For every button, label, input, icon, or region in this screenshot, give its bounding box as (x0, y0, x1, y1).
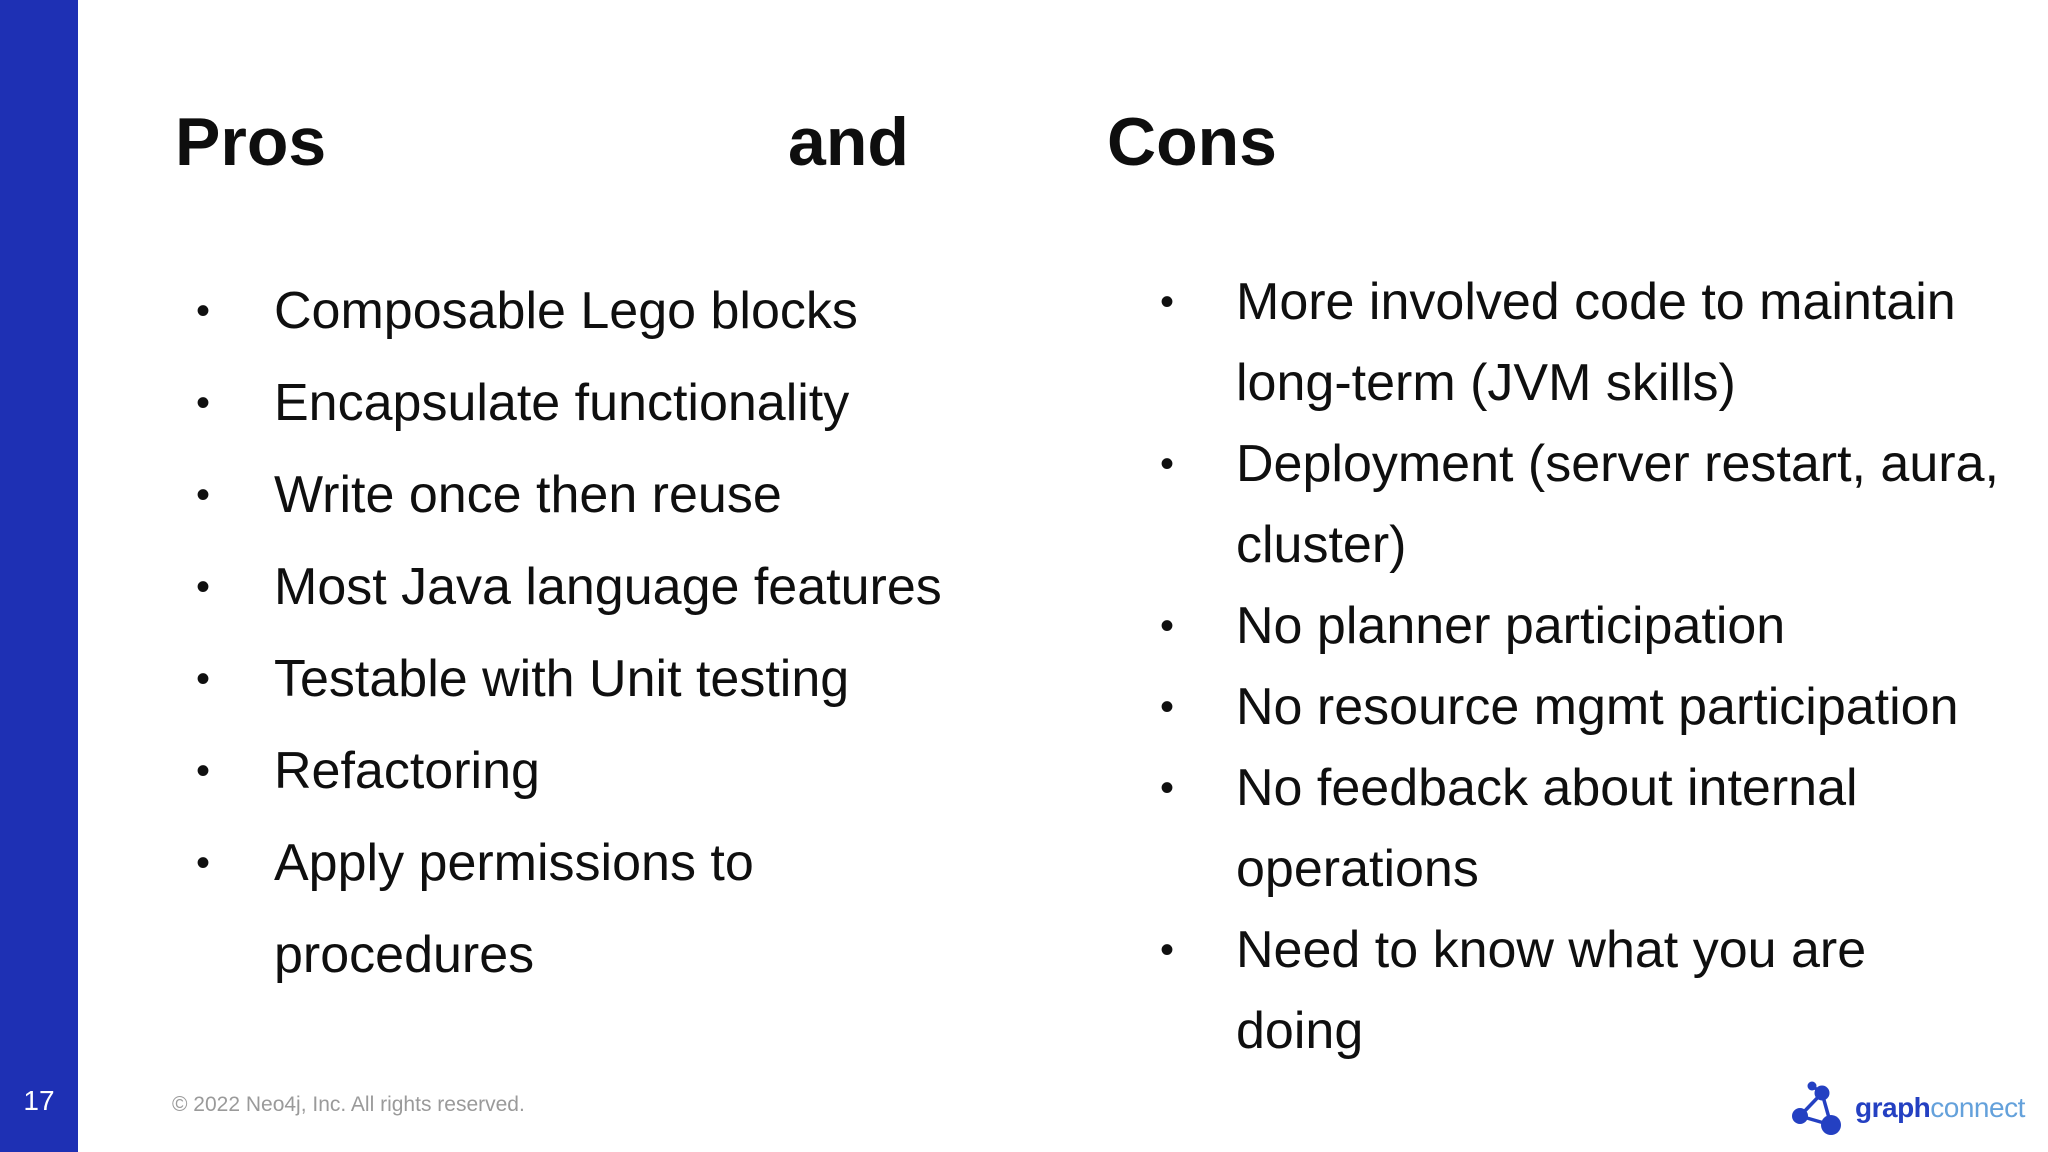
bullet-icon: • (196, 565, 211, 609)
pros-list-item: • Most Java language features (196, 541, 1056, 633)
bullet-icon: • (1160, 766, 1175, 810)
list-item-text: Write once then reuse (274, 466, 782, 524)
cons-list-item: • Deployment (server restart, aura, clus… (1160, 424, 2020, 586)
title-and: and (788, 104, 909, 180)
cons-list: • More involved code to maintain long-te… (1160, 262, 2020, 1072)
bullet-icon: • (1160, 604, 1175, 648)
list-item-text: Encapsulate functionality (274, 374, 850, 432)
list-item-text: Testable with Unit testing (274, 650, 850, 708)
bullet-icon: • (196, 749, 211, 793)
list-item-text: No feedback about internal operations (1236, 759, 1858, 898)
list-item-text: No planner participation (1236, 597, 1786, 655)
pros-list-item: • Testable with Unit testing (196, 633, 1056, 725)
pros-list: • Composable Lego blocks • Encapsulate f… (196, 265, 1056, 1001)
list-item-text: No resource mgmt participation (1236, 678, 1959, 736)
logo-word-connect: connect (1930, 1092, 2025, 1123)
title-pros: Pros (175, 104, 327, 180)
list-item-text: Deployment (server restart, aura, cluste… (1236, 435, 1999, 574)
list-item-text: Refactoring (274, 742, 540, 800)
list-item-text: Apply permissions to procedures (274, 834, 754, 984)
cons-list-item: • No feedback about internal operations (1160, 748, 2020, 910)
pros-list-item: • Composable Lego blocks (196, 265, 1056, 357)
bullet-icon: • (196, 381, 211, 425)
pros-list-item: • Apply permissions to procedures (196, 817, 1056, 1001)
bullet-icon: • (1160, 685, 1175, 729)
cons-list-item: • More involved code to maintain long-te… (1160, 262, 2020, 424)
logo-text: graphconnect (1855, 1092, 2025, 1124)
title-cons: Cons (1107, 104, 1277, 180)
cons-list-item: • No resource mgmt participation (1160, 667, 2020, 748)
graphconnect-logo: graphconnect (1792, 1066, 2025, 1150)
pros-list-item: • Refactoring (196, 725, 1056, 817)
logo-word-graph: graph (1855, 1092, 1931, 1123)
bullet-icon: • (1160, 280, 1175, 324)
copyright-text: © 2022 Neo4j, Inc. All rights reserved. (172, 1093, 525, 1116)
graph-triangle-icon (1792, 1081, 1841, 1135)
list-item-text: Need to know what you are doing (1236, 921, 1867, 1060)
list-item-text: Most Java language features (274, 558, 942, 616)
page-number: 17 (23, 1085, 55, 1116)
bullet-icon: • (196, 473, 211, 517)
pros-list-item: • Encapsulate functionality (196, 357, 1056, 449)
list-item-text: More involved code to maintain long-term… (1236, 273, 1956, 412)
pros-list-item: • Write once then reuse (196, 449, 1056, 541)
bullet-icon: • (196, 289, 211, 333)
accent-bar (0, 0, 78, 1152)
cons-list-item: • No planner participation (1160, 586, 2020, 667)
bullet-icon: • (1160, 928, 1175, 972)
bullet-icon: • (1160, 442, 1175, 486)
bullet-icon: • (196, 657, 211, 701)
list-item-text: Composable Lego blocks (274, 282, 858, 340)
cons-list-item: • Need to know what you are doing (1160, 910, 2020, 1072)
bullet-icon: • (196, 841, 211, 885)
